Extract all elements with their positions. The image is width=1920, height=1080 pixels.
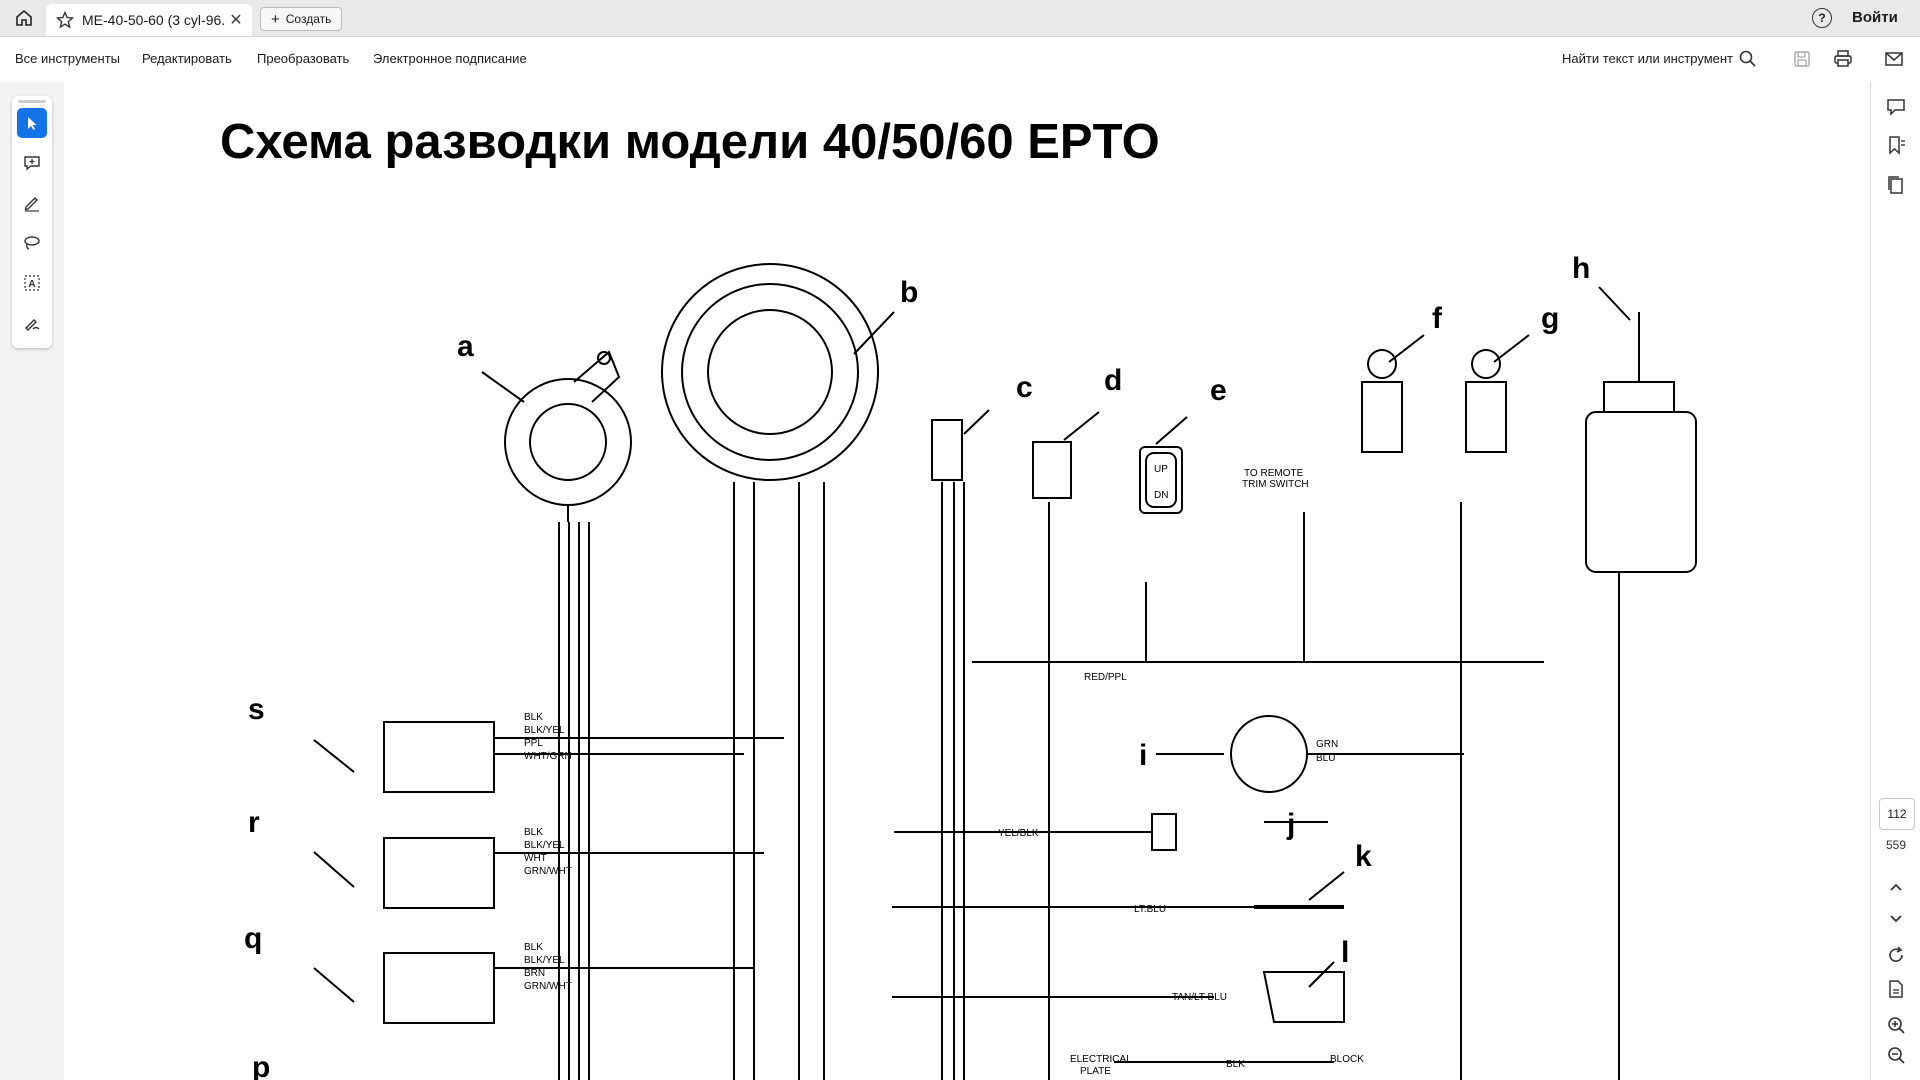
- wire-label-yel-blk: YEL/BLK: [998, 828, 1039, 839]
- find-text-button[interactable]: Найти текст или инструмент: [1562, 51, 1733, 66]
- page-total: 559: [1885, 838, 1907, 852]
- page-number-input[interactable]: 112: [1879, 798, 1915, 830]
- menu-all-tools[interactable]: Все инструменты: [15, 51, 120, 66]
- wire-label-elec1: ELECTRICAL: [1070, 1054, 1132, 1065]
- search-icon[interactable]: [1738, 49, 1758, 69]
- sign-tool[interactable]: [17, 308, 47, 338]
- lasso-tool[interactable]: [17, 228, 47, 258]
- document-tab[interactable]: ME-40-50-60 (3 cyl-96... ✕: [46, 4, 252, 36]
- svg-text:A: A: [28, 279, 35, 290]
- plus-icon: +: [271, 10, 280, 28]
- callout-g: g: [1541, 302, 1559, 335]
- main-toolbar: Все инструменты Редактировать Преобразов…: [0, 37, 1920, 83]
- refresh-icon[interactable]: [1885, 944, 1907, 966]
- sign-in-button[interactable]: Войти: [1852, 9, 1898, 26]
- callout-p: p: [252, 1051, 270, 1080]
- callout-a: a: [457, 330, 474, 363]
- draw-icon: [24, 197, 39, 212]
- callout-r: r: [248, 806, 260, 839]
- select-icon: [28, 117, 37, 130]
- wire-label-q-d: GRN/WHT: [524, 981, 572, 992]
- tab-bar: ME-40-50-60 (3 cyl-96... ✕ + Создать ? В…: [0, 0, 1920, 37]
- home-icon: [16, 9, 32, 26]
- callout-j: j: [1286, 808, 1295, 841]
- wire-label-q-c: BRN: [524, 968, 545, 979]
- tab-title: ME-40-50-60 (3 cyl-96...: [82, 12, 226, 28]
- wire-label-q-a: BLK: [524, 942, 543, 953]
- left-panel: A: [0, 82, 64, 1080]
- wire-label-tan-lt-blu: TAN/LT BLU: [1172, 992, 1227, 1003]
- lasso-icon: [24, 236, 40, 250]
- star-icon[interactable]: [56, 11, 74, 29]
- wire-label-block: BLOCK: [1330, 1054, 1364, 1065]
- comment-tool[interactable]: [17, 148, 47, 178]
- menu-edit[interactable]: Редактировать: [142, 51, 232, 66]
- wire-label-blk: BLK: [1226, 1059, 1245, 1070]
- zoom-in-icon[interactable]: [1885, 1014, 1907, 1036]
- drag-handle[interactable]: [18, 100, 46, 103]
- callout-c: c: [1016, 371, 1033, 404]
- select-tool[interactable]: [17, 108, 47, 138]
- wire-label-r-c: WHT: [524, 853, 547, 864]
- bookmark-icon[interactable]: [1885, 134, 1907, 156]
- home-button[interactable]: [10, 6, 38, 30]
- sign-icon: [25, 319, 40, 331]
- callout-d: d: [1104, 364, 1122, 397]
- callout-e: e: [1210, 374, 1227, 407]
- wire-label-r-d: GRN/WHT: [524, 866, 572, 877]
- menu-esign[interactable]: Электронное подписание: [373, 51, 527, 66]
- wire-label-s-a: BLK: [524, 712, 543, 723]
- help-icon[interactable]: ?: [1812, 8, 1832, 28]
- switch-up-label: UP: [1154, 464, 1168, 475]
- text-select-icon: A: [24, 275, 40, 291]
- callout-s: s: [248, 693, 265, 726]
- wire-label-s-d: WHT/GRN: [524, 751, 572, 762]
- print-icon[interactable]: [1833, 49, 1853, 69]
- create-label: Создать: [285, 12, 332, 26]
- document-view[interactable]: Схема разводки модели 40/50/60 EPTO: [64, 82, 1870, 1080]
- wiring-diagram: a b c d e f g h i j k l p q r s TO REMOT…: [244, 252, 1697, 1080]
- callout-l: l: [1341, 936, 1349, 969]
- callout-b: b: [900, 276, 918, 309]
- wire-label-remote: TO REMOTE: [1244, 468, 1304, 479]
- mail-icon[interactable]: [1884, 49, 1904, 69]
- fit-page-icon[interactable]: [1885, 978, 1907, 1000]
- page-title: Схема разводки модели 40/50/60 EPTO: [220, 115, 1160, 169]
- wire-label-q-b: BLK/YEL: [524, 955, 565, 966]
- wire-label-r-a: BLK: [524, 827, 543, 838]
- wire-label-elec2: PLATE: [1080, 1066, 1111, 1077]
- comments-panel-icon[interactable]: [1885, 96, 1907, 118]
- wire-label-r-b: BLK/YEL: [524, 840, 565, 851]
- callout-q: q: [244, 922, 262, 955]
- wire-label-red-ppl: RED/PPL: [1084, 672, 1127, 683]
- menu-convert[interactable]: Преобразовать: [257, 51, 350, 66]
- wire-label-lt-blu: LT.BLU: [1134, 904, 1166, 915]
- draw-tool[interactable]: [17, 188, 47, 218]
- callout-k: k: [1355, 840, 1372, 873]
- pages-icon[interactable]: [1885, 174, 1907, 196]
- callout-f: f: [1432, 302, 1443, 335]
- callout-h: h: [1572, 252, 1590, 285]
- quick-tools: A: [12, 96, 52, 348]
- zoom-out-icon[interactable]: [1885, 1044, 1907, 1066]
- switch-dn-label: DN: [1154, 490, 1168, 501]
- chevron-up-icon[interactable]: [1885, 876, 1907, 898]
- chevron-down-icon[interactable]: [1885, 908, 1907, 930]
- comment-icon: [24, 156, 40, 171]
- wire-label-grn: GRN: [1316, 739, 1338, 750]
- wire-label-trim: TRIM SWITCH: [1242, 479, 1309, 490]
- wire-label-s-b: BLK/YEL: [524, 725, 565, 736]
- right-rail: 112 559: [1870, 82, 1920, 1080]
- text-select-tool[interactable]: A: [17, 268, 47, 298]
- callout-i: i: [1139, 739, 1147, 772]
- wire-label-s-c: PPL: [524, 738, 543, 749]
- wire-label-blu: BLU: [1316, 753, 1335, 764]
- create-button[interactable]: + Создать: [260, 7, 343, 31]
- close-tab-icon[interactable]: ✕: [229, 12, 243, 29]
- save-icon[interactable]: [1792, 49, 1812, 69]
